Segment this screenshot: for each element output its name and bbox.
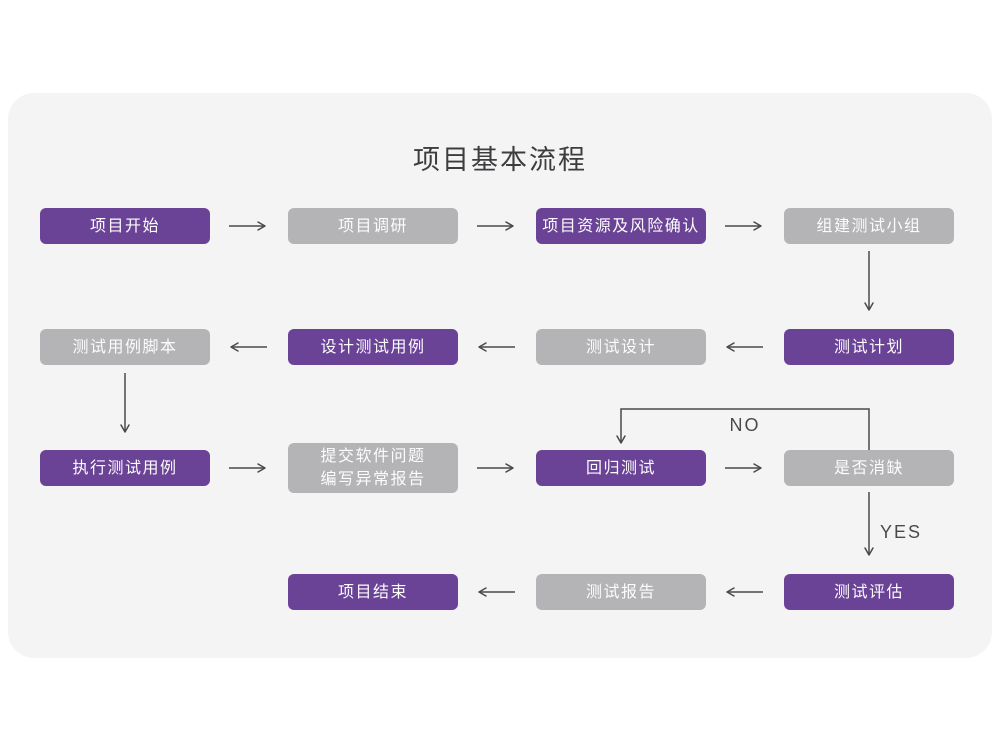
node-form-test-team: 组建测试小组 <box>784 208 954 244</box>
node-project-end: 项目结束 <box>288 574 458 610</box>
node-test-case-script: 测试用例脚本 <box>40 329 210 365</box>
edge-label-yes: YES <box>880 522 923 542</box>
node-test-design: 测试设计 <box>536 329 706 365</box>
node-regression-test: 回归测试 <box>536 450 706 486</box>
node-test-plan: 测试计划 <box>784 329 954 365</box>
node-risk-confirm: 项目资源及风险确认 <box>536 208 706 244</box>
flowchart-card <box>8 93 992 658</box>
node-project-research: 项目调研 <box>288 208 458 244</box>
node-execute-test-cases: 执行测试用例 <box>40 450 210 486</box>
page-title: 项目基本流程 <box>413 145 587 175</box>
node-submit-issues-report: 提交软件问题 编写异常报告 <box>288 443 458 493</box>
node-test-evaluation: 测试评估 <box>784 574 954 610</box>
node-test-report: 测试报告 <box>536 574 706 610</box>
edge-label-no: NO <box>729 415 761 435</box>
node-defect-cleared: 是否消缺 <box>784 450 954 486</box>
node-project-start: 项目开始 <box>40 208 210 244</box>
node-design-test-cases: 设计测试用例 <box>288 329 458 365</box>
